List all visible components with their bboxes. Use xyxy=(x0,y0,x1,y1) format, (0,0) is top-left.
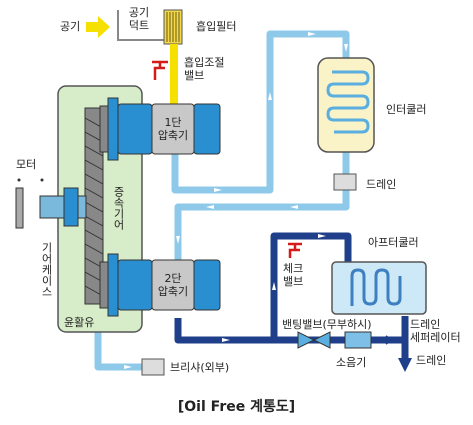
motor-shaft xyxy=(39,195,87,219)
speed-gear-label: 증속기어 xyxy=(112,186,125,230)
oil-label: 윤활유 xyxy=(64,316,95,329)
pipe-stage1-to-intercooler xyxy=(171,30,350,194)
arrow-6 xyxy=(290,205,298,209)
silencer-outlet xyxy=(378,335,392,345)
check-valve-icon xyxy=(288,242,302,258)
intercooler-coil xyxy=(326,70,370,134)
arrow-2 xyxy=(268,92,272,100)
drain-bottom-label: 드레인 xyxy=(416,354,447,367)
aftercooler-coil xyxy=(350,268,402,306)
breather-label: 브리샤(외부) xyxy=(170,361,230,374)
intake-valve-label: 흡입조절 밸브 xyxy=(184,56,225,82)
stage2-compressor xyxy=(99,253,221,317)
intake-valve-icon xyxy=(152,60,168,80)
aftercooler-label: 아프터쿨러 xyxy=(368,236,419,249)
drain-arrowhead xyxy=(398,358,412,372)
intake-filter xyxy=(163,9,183,45)
breather xyxy=(141,358,165,376)
stage2-label: 2단 압축기 xyxy=(157,272,189,298)
intercooler-drain xyxy=(333,173,357,191)
arrow-1 xyxy=(214,188,222,192)
intercooler-label: 인터쿨러 xyxy=(386,103,427,116)
check-valve-label: 체크 밸브 xyxy=(283,262,304,288)
intake-filter-label: 흡입필터 xyxy=(196,20,237,33)
flow-arrows xyxy=(124,32,348,369)
arrow-3 xyxy=(308,32,316,36)
intercooler xyxy=(317,57,375,153)
motor-label: 모터 xyxy=(16,158,37,171)
arrow-9 xyxy=(124,365,132,369)
silencer xyxy=(344,331,372,349)
air-duct xyxy=(117,10,172,41)
gear-case-label: 기어케이스 xyxy=(40,242,53,297)
pipe-breather xyxy=(94,330,142,371)
arrow-12 xyxy=(318,234,326,238)
stage1-label: 1단 압축기 xyxy=(157,116,189,142)
arrow-7 xyxy=(206,205,214,209)
silencer-label: 소음기 xyxy=(336,356,367,369)
motor xyxy=(15,178,44,229)
drain-top-label: 드레인 xyxy=(366,178,397,191)
arrow-4 xyxy=(344,44,348,52)
motor-coupling xyxy=(63,187,79,227)
air-label: 공기 xyxy=(60,20,81,33)
aftercooler xyxy=(331,261,427,315)
air-inflow-arrow xyxy=(86,16,110,38)
pipe-intercooler-to-stage2 xyxy=(174,148,350,262)
arrow-8 xyxy=(176,236,180,244)
arrow-11 xyxy=(272,282,276,290)
discharge-arrows xyxy=(222,234,412,372)
drain-separator-label: 드레인 세퍼레이터 xyxy=(410,318,461,344)
intake-pipe xyxy=(170,44,178,104)
vent-valve xyxy=(297,331,331,349)
stage1-compressor xyxy=(99,97,221,161)
arrow-10 xyxy=(222,338,230,342)
diagram-title: [Oil Free 계통도] xyxy=(177,399,296,415)
vent-valve-label: 밴팅밸브(무부하시) xyxy=(282,318,372,331)
air-duct-label: 공기 덕트 xyxy=(128,6,150,32)
